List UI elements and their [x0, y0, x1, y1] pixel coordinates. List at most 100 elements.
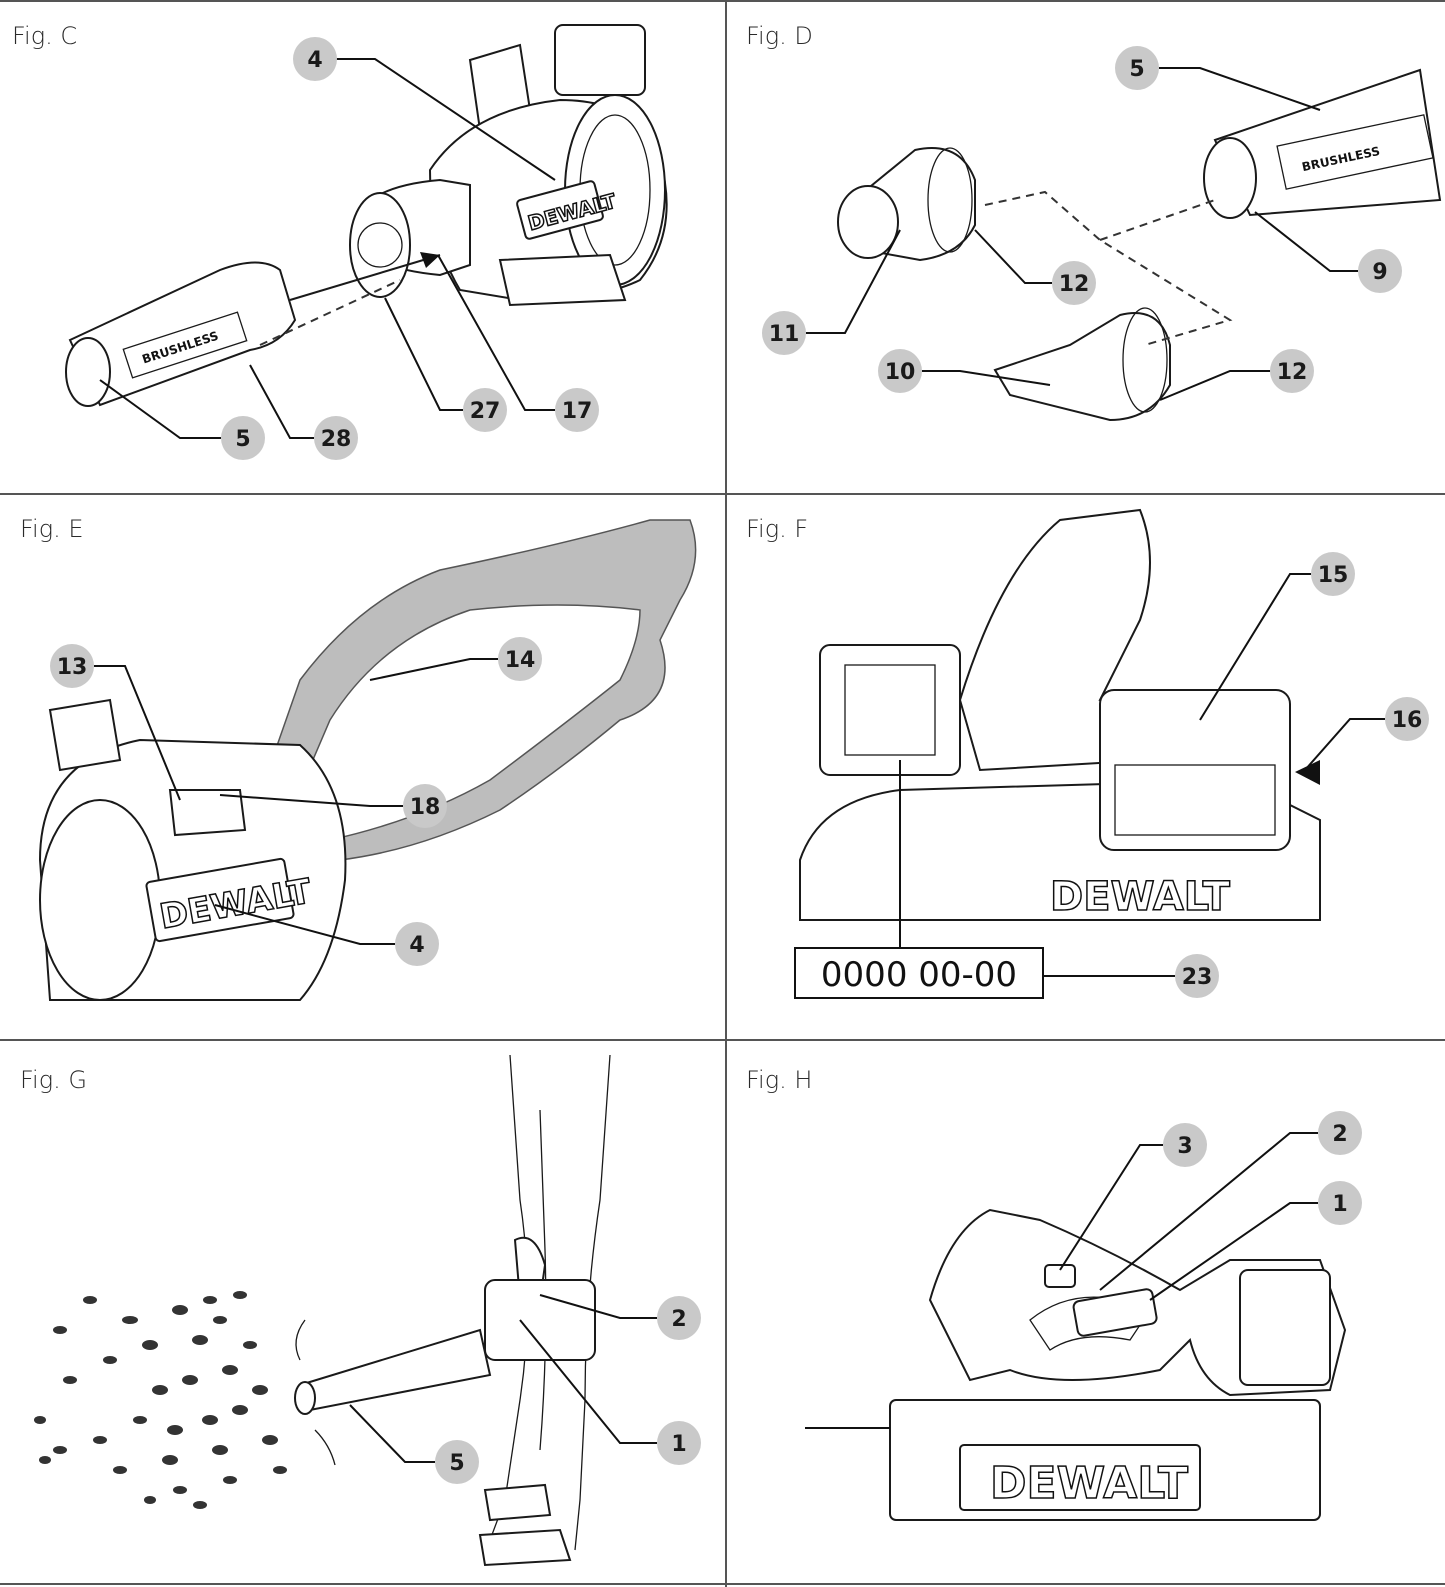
leader-h-1: [1149, 1202, 1318, 1301]
date-code-label: 0000 00-00: [794, 760, 1044, 999]
callout-4-number: 4: [307, 48, 322, 73]
figure-g: Fig. G: [20, 1054, 701, 1567]
callout-d-10: 10: [878, 349, 1051, 393]
callout-17: 17: [437, 254, 599, 432]
brand-plate-e: [145, 857, 295, 943]
callout-g-2-number: 2: [671, 1307, 686, 1332]
callout-d-9-circle: [1358, 249, 1402, 293]
boot-back: [483, 1483, 552, 1522]
nozzle-opening: [65, 337, 111, 407]
blower-body-drawing: DEWALT: [349, 24, 668, 307]
callout-g-1-number: 1: [671, 1432, 686, 1457]
callout-17-circle: [555, 388, 599, 432]
callout-d-11: 11: [762, 229, 901, 355]
figure-e-title: Fig. E: [20, 515, 84, 543]
callout-28: 28: [249, 364, 358, 460]
callout-e-4: 4: [214, 904, 439, 966]
base-stand: [498, 253, 627, 307]
strap-hook: [168, 789, 247, 837]
leader-h-2: [1099, 1132, 1318, 1291]
flat-nozzle-collar: [1122, 307, 1168, 413]
callout-e-13: 13: [50, 644, 181, 801]
figure-c-title: Fig. C: [12, 22, 77, 50]
round-nozzle-face: [837, 185, 899, 259]
callout-d-12-top-circle: [1052, 261, 1096, 305]
tube-opening: [1203, 137, 1257, 219]
leader-e-14: [369, 658, 498, 681]
flat-nozzle: [993, 312, 1171, 422]
callout-f-16: 16: [1304, 697, 1429, 771]
leader-g-1: [519, 1319, 657, 1444]
leader-d-11: [806, 229, 901, 334]
callout-h-3-number: 3: [1177, 1134, 1192, 1159]
callout-h-2: 2: [1099, 1111, 1362, 1291]
arc-up: [295, 1319, 306, 1361]
figure-g-title: Fig. G: [20, 1066, 87, 1094]
callout-5: 5: [99, 379, 265, 460]
callout-g-5-number: 5: [449, 1451, 464, 1476]
leader-h-3: [1059, 1144, 1163, 1271]
battery-pack: [554, 24, 646, 96]
trigger-variable-speed: [1072, 1288, 1158, 1337]
callout-g-5: 5: [349, 1404, 479, 1484]
handle-e: [48, 698, 122, 772]
shoulder-strap: [264, 519, 697, 861]
callout-e-4-circle: [395, 922, 439, 966]
leader-d-10: [922, 370, 1051, 386]
insertion-arrow: [289, 254, 441, 301]
blower-body-g: [484, 1279, 596, 1361]
blown-leaves: [34, 1291, 287, 1509]
blower-in-use-drawing: [294, 1279, 596, 1466]
arrow-head: [420, 252, 440, 268]
callout-e-14-circle: [498, 637, 542, 681]
callout-d-12-top: 12: [974, 229, 1096, 305]
callout-d-12-bottom-number: 12: [1277, 360, 1308, 385]
callout-d-9: 9: [1254, 211, 1402, 293]
callout-f-23-circle: [1175, 954, 1219, 998]
callout-27-number: 27: [470, 399, 501, 424]
leader-27: [384, 297, 463, 411]
brand-plate-h: [959, 1444, 1201, 1511]
leader-f-15: [1199, 573, 1311, 721]
blower-closeup-drawing: DEWALT: [38, 698, 347, 1001]
leader-4: [336, 58, 556, 181]
handle-controls-drawing: DEWALT: [805, 1208, 1347, 1521]
outlet-end: [349, 192, 411, 298]
callout-d-5-circle: [1115, 46, 1159, 90]
callout-h-1: 1: [1149, 1181, 1362, 1301]
brand-plate: [516, 180, 604, 240]
callout-h-1-number: 1: [1332, 1192, 1347, 1217]
leader-d-12-top: [974, 229, 1052, 284]
callout-27-circle: [463, 388, 507, 432]
figure-c: Fig. C DEWALT BRUSHLESS: [12, 22, 668, 460]
figure-f-title: Fig. F: [746, 515, 808, 543]
tube-label-plate: [1276, 114, 1434, 190]
callout-d-11-number: 11: [769, 322, 800, 347]
figure-h-title: Fig. H: [746, 1066, 812, 1094]
leader-28: [249, 364, 314, 439]
callout-d-11-circle: [762, 311, 806, 355]
leader-e-18: [219, 794, 403, 807]
callout-d-5: 5: [1115, 46, 1321, 111]
leader-d-9: [1254, 211, 1358, 272]
figure-h: Fig. H DEWALT 3 2 1: [746, 1066, 1362, 1521]
leader-5: [99, 379, 221, 439]
callout-17-number: 17: [562, 399, 593, 424]
nozzle-tube: [68, 261, 297, 407]
callout-f-16-number: 16: [1392, 708, 1423, 733]
leader-d-12-bottom: [1159, 370, 1270, 401]
callout-5-number: 5: [235, 427, 250, 452]
callout-g-1: 1: [519, 1319, 701, 1465]
callout-f-16-circle: [1385, 697, 1429, 741]
callout-e-18: 18: [219, 784, 447, 828]
cruise-control-button: [1044, 1264, 1076, 1288]
callout-d-12-top-number: 12: [1059, 272, 1090, 297]
callout-h-3-circle: [1163, 1123, 1207, 1167]
callout-28-number: 28: [321, 427, 352, 452]
battery-h: [1239, 1269, 1331, 1386]
callout-d-10-circle: [878, 349, 922, 393]
figure-f: Fig. F DEWALT 0000 00-00 15 16: [746, 508, 1429, 999]
leader-e-4: [214, 904, 395, 945]
leader-f-16: [1304, 718, 1385, 771]
